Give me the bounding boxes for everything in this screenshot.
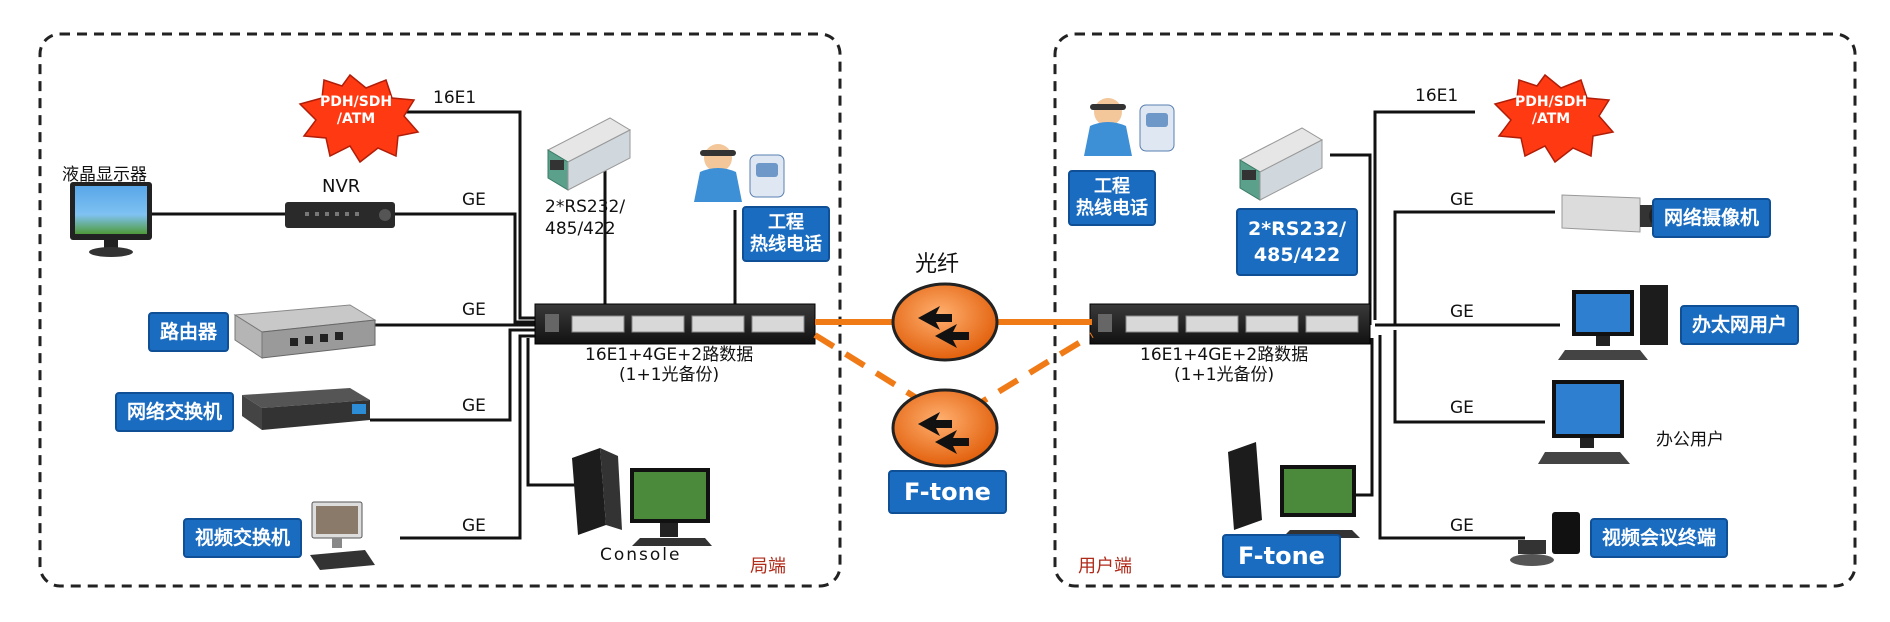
video-switch-label: 视频交换机: [183, 518, 303, 558]
video-conference-icon: [1510, 512, 1580, 566]
fiber-orb-top: [891, 282, 999, 362]
left-ge-label-1: GE: [462, 190, 486, 210]
right-ge-label-2: GE: [1450, 302, 1474, 322]
right-ge-label-3: GE: [1450, 398, 1474, 418]
office-user-label: 办公用户: [1656, 430, 1724, 450]
middle-brand-label: F-tone: [888, 470, 1007, 514]
left-ge-label-3: GE: [462, 396, 486, 416]
nvr-label: NVR: [322, 176, 361, 197]
left-multiplexer: [534, 303, 816, 345]
console-pc-icon: [572, 448, 712, 546]
console-label: Console: [600, 545, 682, 565]
right-hotline-label: 工程 热线电话: [1068, 170, 1156, 226]
video-conf-label: 视频会议终端: [1590, 518, 1729, 558]
right-multiplexer: [1089, 303, 1371, 345]
right-ge-label-1: GE: [1450, 190, 1474, 210]
fiber-label: 光纤: [915, 252, 960, 277]
office-lan-label: 办太网用户: [1680, 305, 1800, 345]
network-switch-icon: [242, 388, 370, 430]
right-hotline-phone-icon: [1084, 98, 1175, 156]
left-site-boundary: [38, 32, 842, 588]
left-ge-label-4: GE: [462, 516, 486, 536]
right-brand-label: F-tone: [1222, 534, 1341, 578]
left-e1-label: 16E1: [433, 88, 477, 108]
left-serial-label: 2*RS232/ 485/422: [545, 197, 626, 239]
switch-label: 网络交换机: [115, 392, 235, 432]
left-pdh-label: PDH/SDH /ATM: [320, 94, 393, 127]
right-e1-label: 16E1: [1415, 86, 1459, 106]
right-serial-label: 2*RS232/ 485/422: [1236, 208, 1359, 276]
left-ge-label-2: GE: [462, 300, 486, 320]
router-label: 路由器: [148, 312, 230, 352]
left-wiring: [150, 110, 737, 540]
monitor-label: 液晶显示器: [62, 165, 147, 185]
right-site-boundary: [1053, 32, 1857, 588]
left-hotline-label: 工程 热线电话: [742, 206, 830, 262]
left-serial-converter-icon: [546, 117, 632, 191]
office-user-pc-icon: [1538, 380, 1630, 464]
left-hotline-phone-icon: [694, 144, 785, 202]
left-area-label: 局端: [750, 556, 786, 577]
right-area-label: 用户端: [1078, 556, 1132, 577]
right-pdh-label: PDH/SDH /ATM: [1515, 94, 1588, 127]
right-mux-caption: 16E1+4GE+2路数据 (1+1光备份): [1140, 345, 1309, 385]
camera-label: 网络摄像机: [1652, 198, 1772, 238]
fiber-orb-bottom: [891, 388, 999, 468]
right-serial-converter-icon: [1238, 127, 1324, 201]
right-wiring: [1330, 110, 1560, 540]
right-pdh-starburst: [1493, 73, 1615, 164]
left-pdh-starburst: [298, 73, 420, 164]
nvr-icon: [285, 202, 395, 228]
router-icon: [233, 304, 377, 359]
video-switch-computer-icon: [310, 501, 375, 570]
right-pc-icon: [1228, 442, 1360, 538]
left-mux-caption: 16E1+4GE+2路数据 (1+1光备份): [585, 345, 754, 385]
office-lan-pc-icon: [1558, 285, 1668, 360]
right-ge-label-4: GE: [1450, 516, 1474, 536]
monitor-icon: [70, 182, 152, 257]
